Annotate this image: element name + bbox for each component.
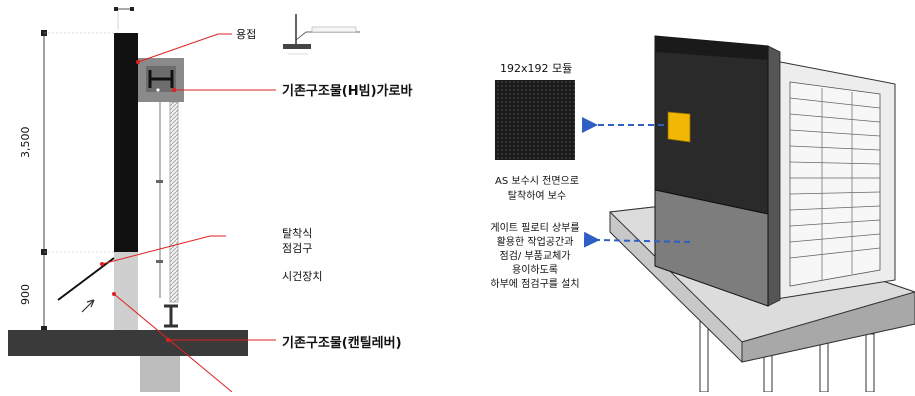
top-dimension: [114, 7, 134, 30]
louvre-structure: [769, 59, 896, 301]
gate-arrow: [583, 231, 691, 248]
weld-label: 용접: [236, 28, 257, 41]
gate-note: 게이트 필로티 상부를 활용한 작업공간과 점검/ 부품교체가 용이하도록 하부…: [490, 223, 580, 290]
dim-upper-text: 3,500: [19, 126, 32, 159]
vertical-dimension: [41, 30, 118, 332]
hinge-label: 시건장치: [282, 270, 323, 283]
dim-lower-text: 900: [19, 284, 32, 305]
weld-symbol: [283, 14, 360, 55]
dim-upper-label: 3,500: [19, 127, 32, 159]
module-note: AS 보수시 전면으로 탈착하여 보수: [495, 176, 579, 202]
red-leader-lines: [100, 33, 276, 393]
module-thumbnail: [495, 80, 575, 160]
cantilever-slab: [8, 330, 248, 356]
hatch-label: 탈착식 점검구: [282, 227, 313, 255]
cantilever-label: 기존구조물(캔틸레버): [282, 336, 402, 351]
hbeam-label: 기존구조물(H빔)가로바: [282, 84, 413, 99]
h-beam: [138, 58, 184, 102]
open-hatch-door: [57, 257, 115, 301]
support-column: [140, 356, 180, 392]
dim-lower-label: 900: [19, 284, 32, 305]
signboard-panel: [114, 33, 138, 252]
module-title: 192x192 모듈: [500, 62, 573, 75]
lower-hatch-panel: [114, 252, 138, 330]
module-highlight: [667, 111, 691, 143]
back-frame: [169, 101, 179, 303]
